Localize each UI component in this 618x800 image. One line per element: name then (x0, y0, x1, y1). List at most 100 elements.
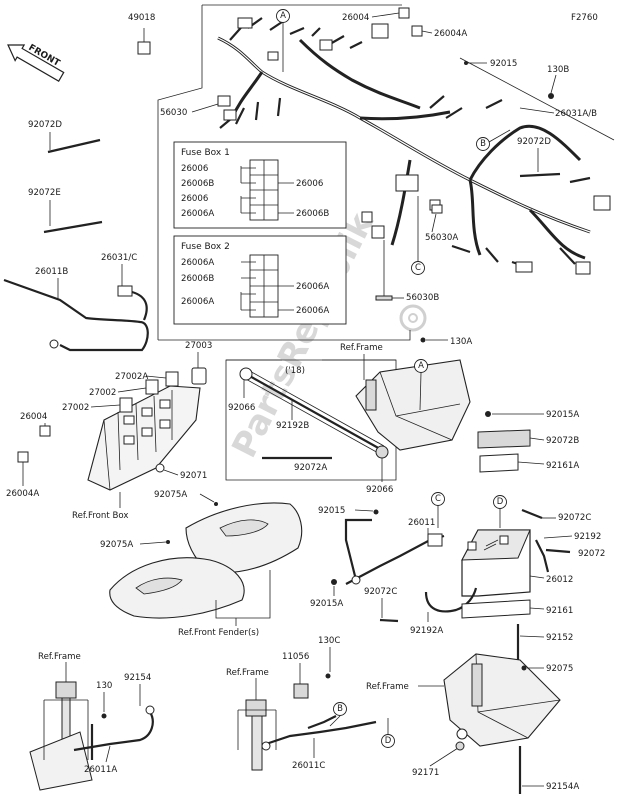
callout-c-top: C (411, 196, 425, 275)
part-26004-top (398, 7, 410, 19)
part-92072E (43, 220, 103, 234)
part-26004-mid (39, 425, 51, 437)
label-26031C: 26031/C (101, 253, 137, 263)
part-92015-mid (373, 509, 379, 515)
label-ref-frame-1: Ref.Frame (340, 343, 383, 353)
part-92075 (521, 665, 527, 671)
svg-text:D: D (497, 497, 504, 507)
front-fender-upper (185, 502, 303, 574)
part-92072C-mid (379, 618, 399, 623)
label-92015-mid: 92015 (318, 506, 345, 516)
fuse1-right-2: 26006B (296, 209, 329, 219)
front-arrow-icon (7, 44, 65, 82)
part-26011C-cable (261, 715, 377, 751)
label-92015-top: 92015 (490, 59, 517, 69)
part-26011B-cable (3, 278, 149, 352)
callout-b-bottom: B (329, 702, 347, 727)
label-26011A: 26011A (84, 765, 117, 775)
part-56030A (431, 204, 443, 214)
label-92075A-2: 92075A (100, 540, 133, 550)
label-26004-top: 26004 (342, 13, 369, 23)
part-92192B-rod (245, 373, 383, 451)
label-92066-1: 92066 (228, 403, 255, 413)
part-56030-top (217, 95, 231, 107)
label-26011: 26011 (408, 518, 435, 528)
label-26031AB: 26031A/B (555, 109, 597, 119)
part-92072C-right (521, 508, 543, 520)
part-27002-1 (145, 379, 159, 395)
label-92192: 92192 (574, 532, 601, 542)
label-ref-frame-3: Ref.Frame (38, 652, 81, 662)
label-11056: 11056 (282, 652, 309, 662)
svg-text:A: A (418, 361, 424, 371)
svg-text:Fuse Box 1: Fuse Box 1 (181, 148, 230, 158)
fuse1-left-3: 26006 (181, 194, 208, 204)
svg-text:B: B (480, 139, 486, 149)
label-26004A-top: 26004A (434, 29, 467, 39)
label-92072A: 92072A (294, 463, 327, 473)
part-130A (420, 337, 426, 343)
part-92015A-mid (331, 579, 337, 585)
label-130: 130 (96, 681, 112, 691)
label-92015A-top: 92015A (546, 410, 579, 420)
fuse-box-1-panel: Fuse Box 1 (173, 141, 347, 229)
fuse2-right-1: 26006A (296, 282, 329, 292)
frame-bracket-left (29, 681, 93, 791)
callout-a-mid: A (414, 359, 428, 411)
svg-text:C: C (435, 494, 441, 504)
svg-text:D: D (385, 736, 392, 746)
label-92154A: 92154A (546, 782, 579, 792)
label-56030B: 56030B (406, 293, 439, 303)
part-92015A-top (485, 411, 491, 417)
part-26004A-top (411, 25, 423, 37)
label-130A: 130A (450, 337, 472, 347)
part-130 (101, 713, 107, 719)
callout-c-mid: C (431, 492, 445, 528)
group-outline-left (157, 5, 203, 340)
part-27002-2 (119, 397, 133, 413)
part-92015-top (464, 61, 468, 65)
label-26004-mid: 26004 (20, 412, 47, 422)
label-56030-top: 56030 (160, 108, 187, 118)
fuse2-right-2: 26006A (296, 306, 329, 316)
label-92075A-1: 92075A (154, 490, 187, 500)
label-ref-frame-2: Ref.Frame (366, 682, 409, 692)
part-92072 (545, 548, 571, 554)
label-92192A: 92192A (410, 626, 443, 636)
svg-text:A: A (280, 11, 286, 21)
label-130C: 130C (318, 636, 340, 646)
part-26011A-cable (73, 705, 155, 760)
svg-text:Fuse Box 2: Fuse Box 2 (181, 242, 230, 252)
label-92072C-right: 92072C (558, 513, 591, 523)
label-92072B: 92072B (546, 436, 579, 446)
label-92192B: 92192B (276, 421, 309, 431)
part-92171 (455, 741, 465, 751)
label-27002A: 27002A (115, 372, 148, 382)
label-49018: 49018 (128, 13, 155, 23)
fuse1-left-1: 26006 (181, 164, 208, 174)
label-92072D-right: 92072D (517, 137, 551, 147)
fuse1-left-2: 26006B (181, 179, 214, 189)
callout-a-top: A (276, 9, 290, 72)
label-27002-2: 27002 (62, 403, 89, 413)
front-fender-lower (109, 557, 245, 619)
label-ref-front-fender: Ref.Front Fender(s) (178, 628, 259, 638)
part-56030B (375, 295, 393, 301)
part-26011-cable (344, 518, 445, 585)
label-92154: 92154 (124, 673, 151, 683)
part-130C (325, 673, 331, 679)
fuse2-left-2: 26006B (181, 274, 214, 284)
part-92161A (479, 453, 519, 473)
part-92072D-left (47, 138, 101, 154)
label-92152: 92152 (546, 633, 573, 643)
fuse1-left-4: 26006A (181, 209, 214, 219)
part-49018 (137, 41, 151, 55)
label-92072E: 92072E (28, 188, 61, 198)
svg-text:B: B (337, 704, 343, 714)
label-92171: 92171 (412, 768, 439, 778)
part-27002A (165, 371, 179, 387)
battery-frame-bracket (355, 359, 471, 451)
callout-d-mid: D (493, 495, 507, 528)
label-92072D-left: 92072D (28, 120, 62, 130)
